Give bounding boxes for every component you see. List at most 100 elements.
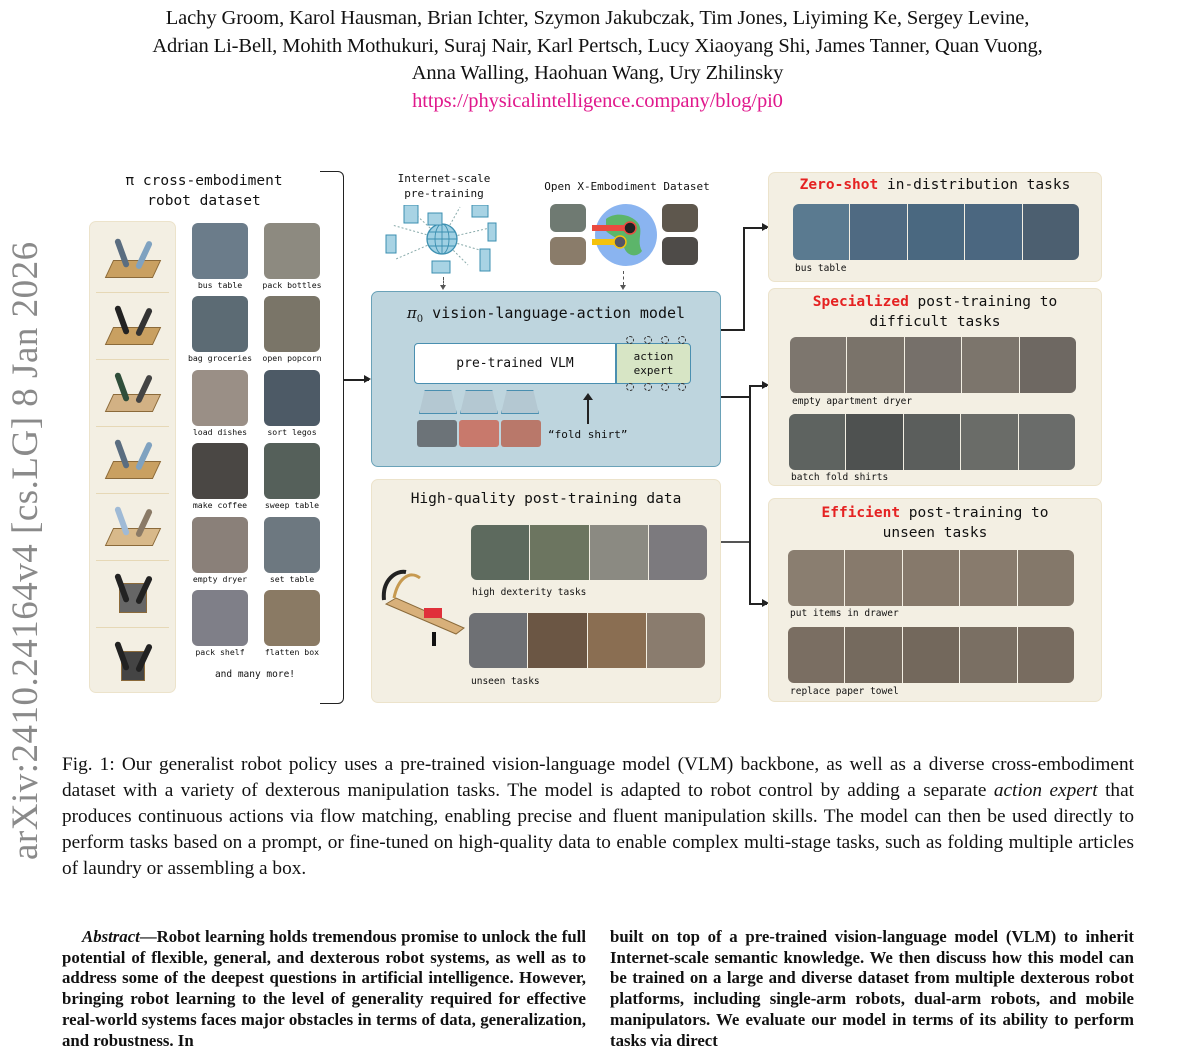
camera-image <box>459 420 499 447</box>
mobile-robot-icon <box>105 639 161 685</box>
paper-towel-strip <box>788 627 1074 683</box>
task-label: set table <box>269 574 315 584</box>
task-label: bag groceries <box>187 353 253 363</box>
task-label: pack shelf <box>195 647 245 657</box>
high-dexterity-strip <box>471 525 707 580</box>
dataset-title: π cross-embodiment robot dataset <box>125 173 283 209</box>
bus-table-strip <box>793 204 1079 260</box>
oxe-thumbnail <box>550 237 586 265</box>
author-line: Adrian Li-Bell, Mohith Mothukuri, Suraj … <box>152 34 1043 57</box>
vla-model-title: π0 vision-language-action model <box>406 304 686 325</box>
task-label: empty dryer <box>192 574 248 584</box>
connector <box>749 385 751 603</box>
dataset-bracket <box>320 171 344 704</box>
task-thumbnail <box>192 517 248 573</box>
image-encoder-icon <box>419 390 457 414</box>
connector <box>721 329 743 331</box>
arrow-to-model <box>344 375 371 383</box>
strip-label: replace paper towel <box>790 686 899 697</box>
oxe-thumbnail <box>662 237 698 265</box>
image-encoder-icon <box>460 390 498 414</box>
camera-image <box>501 420 541 447</box>
dashed-connector <box>623 271 624 285</box>
author-list: Lachy Groom, Karol Hausman, Brian Ichter… <box>0 5 1195 115</box>
flow-loop-icon <box>644 383 652 391</box>
task-label: flatten box <box>264 647 320 657</box>
project-url-link[interactable]: https://physicalintelligence.company/blo… <box>412 89 783 112</box>
task-thumbnail <box>264 296 320 352</box>
flow-loop-icon <box>661 383 669 391</box>
task-label: sweep table <box>264 500 320 510</box>
unseen-tasks-label: unseen tasks <box>471 676 540 687</box>
abstract-right-column: built on top of a pre-trained vision-lan… <box>610 927 1134 1050</box>
task-thumbnail <box>192 223 248 279</box>
arrow-up-icon <box>583 393 593 400</box>
arrow-to-efficient <box>749 599 769 607</box>
connector <box>721 541 750 543</box>
efficient-title: Efficient post-training to unseen tasks <box>821 505 1049 541</box>
post-training-data-title: High-quality post-training data <box>410 491 682 507</box>
robot-arm-icon <box>104 370 161 416</box>
language-prompt: “fold shirt” <box>548 428 628 441</box>
flow-loop-icon <box>626 336 634 344</box>
zero-shot-title: Zero-shot in-distribution tasks <box>799 177 1071 193</box>
figure-caption: Fig. 1: Our generalist robot policy uses… <box>62 754 1134 879</box>
arrow-down-icon <box>620 285 626 290</box>
camera-image <box>417 420 457 447</box>
robot-arm-icon <box>104 437 161 483</box>
prompt-arrow <box>587 398 589 424</box>
flow-loop-icon <box>678 336 686 344</box>
robot-platform-image <box>96 561 169 628</box>
dashed-connector <box>443 277 444 287</box>
task-thumbnail <box>192 296 248 352</box>
mobile-robot-icon <box>105 571 161 617</box>
task-label: sort legos <box>267 427 317 437</box>
more-tasks-note: and many more! <box>214 669 296 680</box>
robot-platform-image <box>96 427 169 494</box>
action-expert-block: action expert <box>616 343 691 384</box>
figure-1: π cross-embodiment robot dataset bus tab… <box>89 171 1102 704</box>
robot-platform-image <box>96 494 169 561</box>
abstract-left-column: Abstract—Robot learning holds tremendous… <box>62 927 586 1050</box>
unseen-tasks-strip <box>469 613 705 668</box>
oxe-thumbnail <box>550 204 586 232</box>
task-label: pack bottles <box>262 280 322 290</box>
robot-arm-icon <box>104 504 161 550</box>
drawer-strip <box>788 550 1074 606</box>
earth-globe-icon <box>592 204 657 266</box>
oxe-thumbnail <box>662 204 698 232</box>
author-line: Lachy Groom, Karol Hausman, Brian Ichter… <box>165 7 1030 29</box>
task-thumbnail <box>192 590 248 646</box>
task-label: bus table <box>197 280 243 290</box>
task-label: load dishes <box>192 427 248 437</box>
high-dexterity-label: high dexterity tasks <box>472 587 587 598</box>
connector <box>743 227 745 331</box>
strip-label: bus table <box>795 263 847 274</box>
image-encoder-icon <box>501 390 539 414</box>
task-thumbnail <box>264 517 320 573</box>
robot-platform-image <box>96 226 169 293</box>
flow-loop-icon <box>626 383 634 391</box>
strip-label: put items in drawer <box>790 608 899 619</box>
specialized-title: Specialized post-training to difficult t… <box>812 294 1058 330</box>
connector <box>721 396 750 398</box>
task-thumbnail <box>264 223 320 279</box>
arrow-to-specialized <box>749 381 769 389</box>
fold-shirts-strip <box>789 414 1075 470</box>
robot-arm-icon <box>104 236 161 282</box>
strip-label: batch fold shirts <box>791 472 889 483</box>
arrow-to-zero-shot <box>743 223 769 231</box>
robot-arm-icon <box>104 303 161 349</box>
flow-loop-icon <box>644 336 652 344</box>
task-label: open popcorn <box>262 353 322 363</box>
flow-loop-icon <box>661 336 669 344</box>
task-thumbnail <box>264 443 320 499</box>
robot-platform-image <box>96 360 169 427</box>
strip-label: empty apartment dryer <box>792 396 913 407</box>
task-thumbnail <box>264 370 320 426</box>
robot-platform-image <box>96 293 169 360</box>
task-thumbnail <box>192 443 248 499</box>
oxe-dataset-title: Open X-Embodiment Dataset <box>544 180 710 193</box>
robot-platforms-column <box>89 221 176 693</box>
pretrained-vlm-block: pre-trained VLM <box>414 343 616 384</box>
